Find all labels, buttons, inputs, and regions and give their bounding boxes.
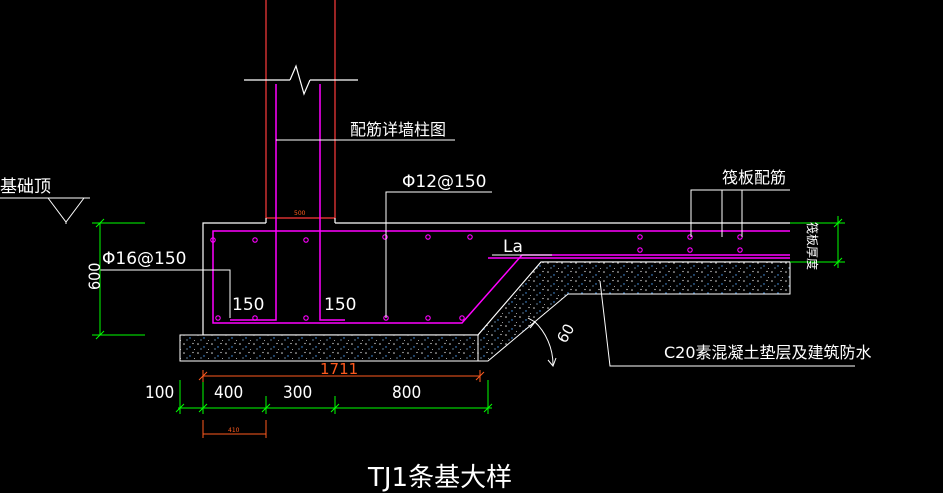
cushion-under-strip xyxy=(179,334,479,362)
sub-dim-label: 410 xyxy=(228,427,240,434)
raft-rebar xyxy=(212,230,790,324)
dim-100: 100 xyxy=(145,383,174,403)
cushion-under-slope xyxy=(477,261,791,362)
column-width-label: 500 xyxy=(294,210,306,217)
raft-rebar-label: 筏板配筋 xyxy=(722,168,786,187)
anchorage-label: La xyxy=(503,237,523,257)
dimension-lines xyxy=(92,216,845,414)
height-dim-label: 600 xyxy=(85,263,104,290)
wall-column-rebar-label: 配筋详墙柱图 xyxy=(350,120,446,139)
drawing-title: TJ1条基大样 xyxy=(367,463,512,493)
angle-label: 60 xyxy=(553,321,578,347)
column-outline xyxy=(265,0,336,219)
dim-300: 300 xyxy=(283,383,312,403)
elevation-mark xyxy=(0,197,90,224)
cushion-note-label: C20素混凝土垫层及建筑防水 xyxy=(664,343,872,362)
bottom-bar-spec-label: Φ16@150 xyxy=(102,249,186,269)
leader-lines xyxy=(100,139,855,367)
hook-right-label: 150 xyxy=(324,295,356,315)
dim-400: 400 xyxy=(214,383,243,403)
dim-800: 800 xyxy=(392,383,421,403)
foundation-top-label: 基础顶 xyxy=(0,177,51,197)
top-bar-spec-label: Φ12@150 xyxy=(402,172,486,192)
raft-thickness-label: 筏板厚度 xyxy=(805,222,820,270)
hook-left-label: 150 xyxy=(232,295,264,315)
total-width-label: 1711 xyxy=(320,360,358,378)
angle-arc xyxy=(527,317,557,367)
rebar-dots xyxy=(210,234,743,321)
highlight-dims xyxy=(198,370,485,438)
break-symbol xyxy=(244,64,358,96)
column-rebar xyxy=(230,84,345,321)
